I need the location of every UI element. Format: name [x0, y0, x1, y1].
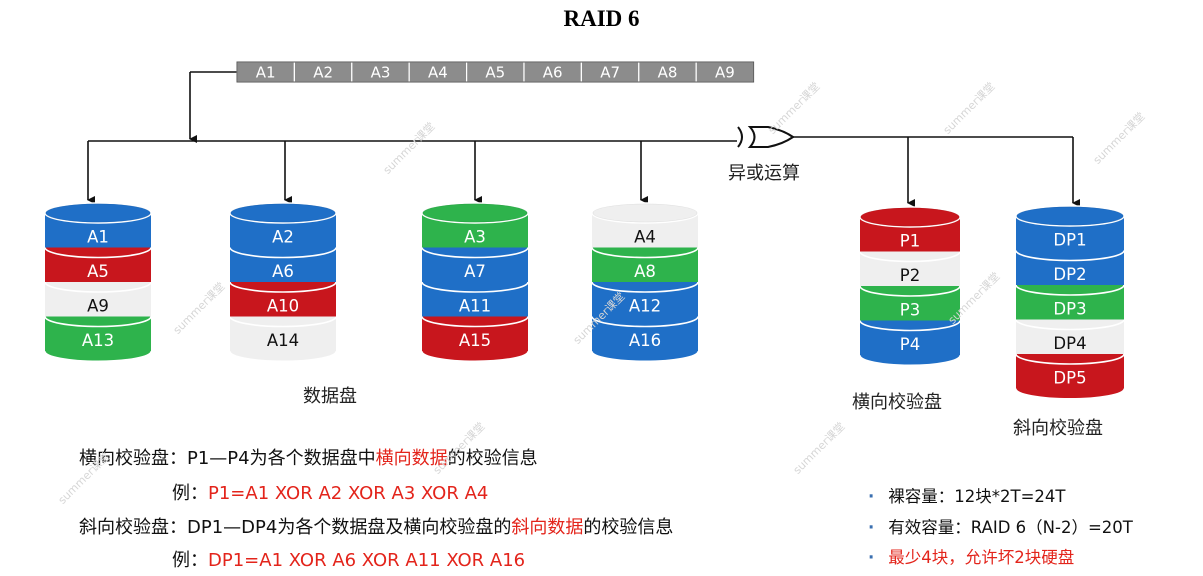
stripe-label: A1	[256, 64, 276, 82]
disk-block-label: A12	[629, 296, 661, 315]
disk-block-label: A11	[459, 296, 491, 315]
bullet-dot-icon: ·	[868, 518, 875, 537]
caption-data-disk: 数据盘	[303, 386, 357, 407]
disk-block-label: A10	[267, 296, 299, 315]
stripe-label: A4	[428, 64, 448, 82]
note-line-2: 例：P1=A1 XOR A2 XOR A3 XOR A4	[172, 483, 489, 504]
bullet-min-disks: ·最少4块，允许坏2块硬盘	[868, 548, 1075, 567]
disk-block-label: DP5	[1053, 368, 1086, 387]
stripe-label: A2	[313, 64, 333, 82]
stripe-label: A3	[371, 64, 391, 82]
note-line-1: 横向校验盘：P1—P4为各个数据盘中横向数据的校验信息	[79, 448, 538, 469]
stripe-bar: A1 A2 A3 A4 A5 A6 A7 A8 A9	[236, 61, 755, 83]
xor-label: 异或运算	[728, 163, 800, 184]
disk-block-label: DP1	[1053, 230, 1086, 249]
bullet-effective-capacity: ·有效容量：RAID 6（N-2）=20T	[868, 518, 1133, 537]
disk-block-label: DP3	[1053, 299, 1086, 318]
disk-block-label: A7	[464, 262, 486, 281]
stripe-block-A1: A1	[236, 61, 296, 83]
disk-block-label: A8	[634, 262, 656, 281]
stripe-block-A4: A4	[408, 61, 468, 83]
stripe-label: A6	[543, 64, 563, 82]
disk-block-label: P4	[900, 335, 920, 354]
stripe-block-A7: A7	[580, 61, 640, 83]
disk-block-label: A6	[272, 262, 294, 281]
disk-block-label: A1	[87, 227, 109, 246]
xor-gate-icon	[737, 126, 795, 148]
disk-block-label: P2	[900, 266, 920, 285]
disk-block-label: A4	[634, 227, 656, 246]
note-line-4: 例：DP1=A1 XOR A6 XOR A11 XOR A16	[172, 550, 526, 571]
stripe-label: A7	[600, 64, 620, 82]
bullet-dot-icon: ·	[868, 487, 875, 506]
disk-block-label: DP2	[1053, 265, 1086, 284]
disk-block-label: A9	[87, 296, 109, 315]
caption-dp-disk: 斜向校验盘	[1013, 418, 1103, 439]
disk-block-label: A14	[267, 331, 299, 350]
disk-block-label: DP4	[1053, 334, 1086, 353]
stripe-block-A8: A8	[638, 61, 697, 83]
diagram-title: RAID 6	[563, 6, 640, 31]
stripe-label: A8	[658, 64, 678, 82]
disk-block-label: A5	[87, 262, 109, 281]
bullet-raw-capacity: ·裸容量：12块*2T=24T	[868, 487, 1066, 506]
disk-block-label: A3	[464, 227, 486, 246]
stripe-label: A5	[485, 64, 505, 82]
disk-block-label: A13	[82, 331, 114, 350]
disk-block-label: A16	[629, 331, 661, 350]
bullet-dot-icon: ·	[868, 548, 875, 567]
caption-p-disk: 横向校验盘	[852, 392, 942, 413]
stripe-block-A9: A9	[695, 61, 755, 83]
note-line-3: 斜向校验盘：DP1—DP4为各个数据盘及横向校验盘的斜向数据的校验信息	[79, 517, 674, 538]
stripe-block-A6: A6	[523, 61, 583, 83]
stripe-block-A2: A2	[293, 61, 353, 83]
stripe-block-A3: A3	[351, 61, 410, 83]
stripe-block-A5: A5	[466, 61, 525, 83]
disk-block-label: P1	[900, 231, 920, 250]
stripe-label: A9	[715, 64, 735, 82]
connector-lines	[87, 71, 1080, 207]
disk-block-label: P3	[900, 300, 920, 319]
disk-block-label: A2	[272, 227, 294, 246]
disk-block-label: A15	[459, 331, 491, 350]
